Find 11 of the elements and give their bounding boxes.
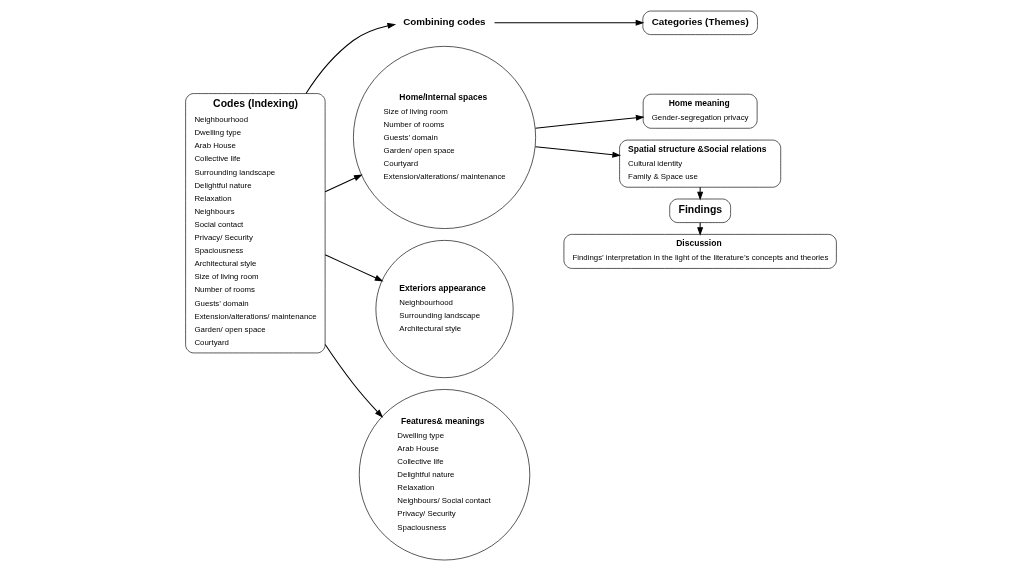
arrow <box>534 114 645 129</box>
arrow <box>305 22 396 95</box>
arrow <box>324 254 383 282</box>
arrow <box>493 19 644 26</box>
arrow <box>696 186 703 201</box>
node-box: Findings <box>668 198 731 223</box>
node-text: Combining codes <box>402 15 486 27</box>
arrow <box>324 174 363 193</box>
node-box: Categories (Themes) <box>642 10 758 35</box>
arrow <box>534 146 621 158</box>
arrow <box>324 344 383 418</box>
